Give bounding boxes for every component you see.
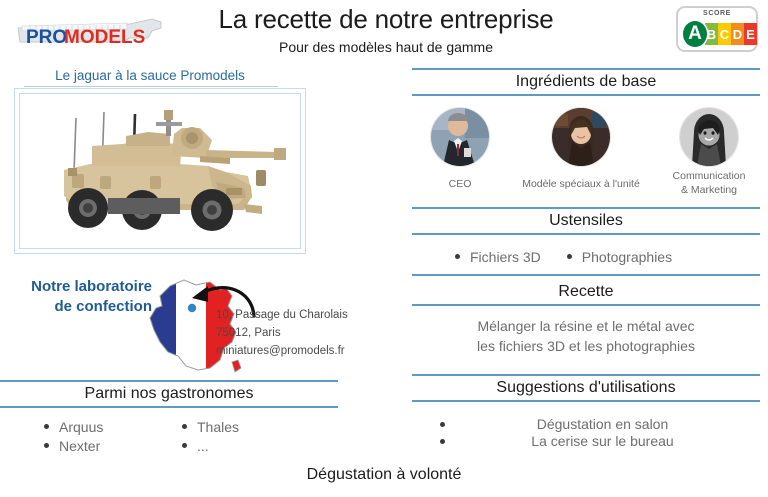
avatar-model: [552, 108, 610, 166]
recette-text: Mélanger la résine et le métal avec les …: [412, 316, 760, 357]
ustensile-item-label: Photographies: [581, 249, 673, 265]
bullet-icon: [44, 424, 49, 429]
avatar-model-caption: Modèle spéciaux à l'unité: [522, 178, 640, 190]
promodels-logo: PRO MODELS: [12, 16, 162, 52]
footer-text: Dégustation à volonté: [306, 466, 462, 483]
armored-vehicle-image: [30, 100, 292, 242]
score-grade-e: E: [744, 23, 757, 45]
section-suggestions-title: Suggestions d'utilisations: [496, 379, 676, 396]
ingredients-people: CEO Modèle spéciaux à l'unité: [412, 104, 760, 200]
address-line-1: 10, Passage du Charolais: [216, 309, 348, 321]
avatar-ceo-caption: CEO: [448, 178, 472, 190]
section-rule-top: [412, 207, 760, 209]
product-heading: Le jaguar à la sauce Promodels: [55, 68, 245, 83]
logo-pro-text: PRO: [26, 27, 67, 48]
recette-text-line2: les fichiers 3D et les photographies: [477, 338, 695, 355]
recette-text-line1: Mélanger la résine et le métal avec: [477, 318, 695, 334]
avatar-communication: [680, 108, 738, 166]
bullet-icon: [440, 421, 445, 427]
ustensile-item: Fichiers 3D: [455, 249, 541, 265]
ustensiles-items: Fichiers 3D Photographies: [455, 249, 755, 268]
ustensile-item: Photographies: [566, 249, 673, 265]
paris-marker: [187, 303, 197, 313]
gastronome-item: ...: [182, 438, 312, 454]
suggestion-item: La cerise sur le bureau: [440, 433, 760, 449]
suggestion-item-label: La cerise sur le bureau: [531, 433, 674, 449]
section-ustensiles: Ustensiles: [412, 207, 760, 236]
section-rule-bottom: [412, 304, 760, 307]
bullet-icon: [455, 254, 460, 259]
section-ingredients-title: Ingrédients de base: [515, 73, 657, 90]
score-badge-label: SCORE: [703, 10, 731, 17]
section-recette: Recette: [412, 280, 760, 307]
avatar-communication-caption: Communication & Marketing: [658, 170, 760, 197]
score-grade-a: A: [683, 21, 707, 47]
avatar-communication-caption-line1: Communication: [672, 170, 746, 182]
score-grade-d: D: [731, 23, 744, 45]
ustensile-item-label: Fichiers 3D: [470, 249, 541, 265]
lab-heading-line2: de confection: [54, 298, 152, 316]
gastronome-item-label: Nexter: [59, 438, 101, 454]
gastronome-item-label: Thales: [197, 419, 240, 435]
section-ustensiles-divider: [412, 274, 760, 276]
page-title: La recette de notre entreprise: [218, 4, 554, 34]
score-grade-b: B: [705, 23, 718, 45]
section-rule-bottom: [412, 274, 760, 276]
section-ustensiles-title: Ustensiles: [549, 212, 623, 229]
section-rule-top: [0, 380, 338, 382]
section-rule-bottom: [0, 406, 338, 409]
suggestion-item-label: Dégustation en salon: [536, 416, 669, 432]
lab-address: 10, Passage du Charolais 75012, Paris mi…: [216, 307, 391, 360]
bullet-icon: [182, 424, 187, 429]
gastronome-item-label: ...: [197, 438, 209, 454]
section-rule-bottom: [412, 233, 760, 236]
product-image-frame-inner: [19, 93, 301, 249]
page-subtitle: Pour des modèles haut de gamme: [278, 39, 493, 55]
section-rule-top: [412, 68, 760, 70]
section-rule-bottom: [412, 94, 760, 97]
gastronome-item: Nexter: [44, 438, 174, 454]
gastronome-item: Thales: [182, 419, 312, 435]
logo-models-text: MODELS: [64, 27, 145, 48]
bullet-icon: [440, 438, 445, 444]
gastronomes-column-2: Thales...: [182, 419, 312, 457]
lab-heading-line1: Notre laboratoire: [31, 278, 152, 295]
section-recette-title: Recette: [558, 283, 614, 300]
bullet-icon: [566, 254, 572, 259]
product-image-frame-outer: [14, 88, 306, 254]
product-heading-underline: [24, 86, 278, 87]
address-email: miniatures@promodels.fr: [216, 344, 345, 357]
bullet-icon: [44, 443, 49, 448]
section-suggestions: Suggestions d'utilisations: [412, 374, 760, 403]
map-pointer-arrow: [152, 272, 262, 322]
section-rule-top: [412, 374, 760, 376]
suggestion-item: Dégustation en salon: [440, 416, 760, 432]
gastronome-item-label: Arquus: [59, 419, 104, 435]
section-ingredients: Ingrédients de base: [412, 68, 760, 97]
gastronome-item: Arquus: [44, 419, 174, 435]
section-rule-bottom: [412, 400, 760, 403]
section-gastronomes: Parmi nos gastronomes: [0, 380, 338, 409]
bullet-icon: [182, 443, 187, 448]
address-line-2: 75012, Paris: [216, 326, 281, 339]
section-gastronomes-title: Parmi nos gastronomes: [84, 385, 254, 402]
avatar-communication-caption-line2: & Marketing: [680, 183, 738, 196]
lab-heading: Notre laboratoire de confection: [0, 277, 152, 318]
score-grade-c: C: [718, 23, 731, 45]
avatar-ceo: [431, 108, 489, 166]
